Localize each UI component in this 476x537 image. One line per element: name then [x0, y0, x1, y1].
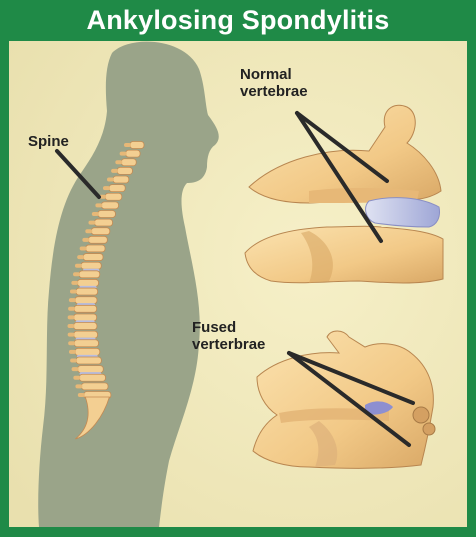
fused-vertebrae-label: Fused verterbrae — [192, 319, 265, 353]
spine-vertebra — [74, 340, 98, 347]
spine-vertebra — [74, 331, 98, 338]
spine-vertebra — [81, 383, 108, 390]
spine-vertebra — [117, 167, 132, 174]
spine-process — [78, 393, 85, 397]
spine-vertebra — [74, 314, 97, 321]
normal-vertebrae-label: Normal vertebrae — [240, 66, 308, 100]
diagram-title: Ankylosing Spondylitis — [0, 0, 476, 40]
spine-vertebra — [88, 236, 107, 243]
spine-process — [68, 315, 75, 319]
spine-process — [111, 169, 118, 173]
spine-process — [85, 229, 92, 233]
spine-vertebra — [98, 210, 116, 217]
spine-vertebra — [83, 254, 103, 261]
spine-vertebra — [101, 202, 118, 209]
spine-vertebra — [79, 271, 100, 278]
spine-vertebra — [79, 374, 105, 381]
spine-vertebra — [113, 176, 129, 183]
spine-process — [71, 281, 78, 285]
spine-process — [69, 298, 76, 302]
spine-vertebra — [76, 357, 101, 364]
spine-vertebra — [74, 323, 97, 330]
spine-process — [73, 272, 80, 276]
spine-vertebra — [77, 279, 98, 286]
spine-process — [70, 290, 77, 294]
spine-vertebra — [91, 228, 110, 235]
spine-vertebra — [75, 348, 100, 355]
spine-process — [70, 359, 77, 363]
spine-process — [73, 376, 80, 380]
spine-label: Spine — [28, 133, 69, 150]
spine-process — [77, 255, 84, 259]
spine-vertebra — [109, 185, 125, 192]
spine-process — [75, 384, 82, 388]
spine-process — [68, 324, 75, 328]
spine-process — [120, 152, 127, 156]
spine-vertebra — [78, 366, 104, 373]
spine-vertebra — [76, 288, 98, 295]
spine-vertebra — [81, 262, 101, 269]
illustration-svg — [9, 41, 467, 527]
spine-process — [115, 160, 122, 164]
spine-process — [107, 177, 114, 181]
spine-process — [68, 341, 75, 345]
spine-vertebra — [105, 193, 122, 200]
spine-process — [80, 246, 87, 250]
spine-process — [68, 307, 75, 311]
spine-process — [92, 212, 99, 216]
spine-vertebra — [75, 297, 97, 304]
spine-process — [95, 203, 102, 207]
spine-process — [82, 238, 89, 242]
spine-process — [88, 221, 95, 225]
spine-vertebra — [86, 245, 105, 252]
spine-vertebra — [74, 305, 97, 312]
spine-vertebra — [94, 219, 112, 226]
spine-process — [103, 186, 110, 190]
spine-process — [75, 264, 82, 268]
spine-process — [68, 333, 75, 337]
spine-process — [124, 143, 131, 147]
illustration-panel: Spine Normal vertebrae Fused verterbrae — [9, 41, 467, 527]
spine-process — [69, 350, 76, 354]
spine-vertebra — [130, 142, 144, 149]
spine-vertebra — [126, 150, 140, 157]
spine-process — [72, 367, 79, 371]
spine-vertebra — [121, 159, 136, 166]
